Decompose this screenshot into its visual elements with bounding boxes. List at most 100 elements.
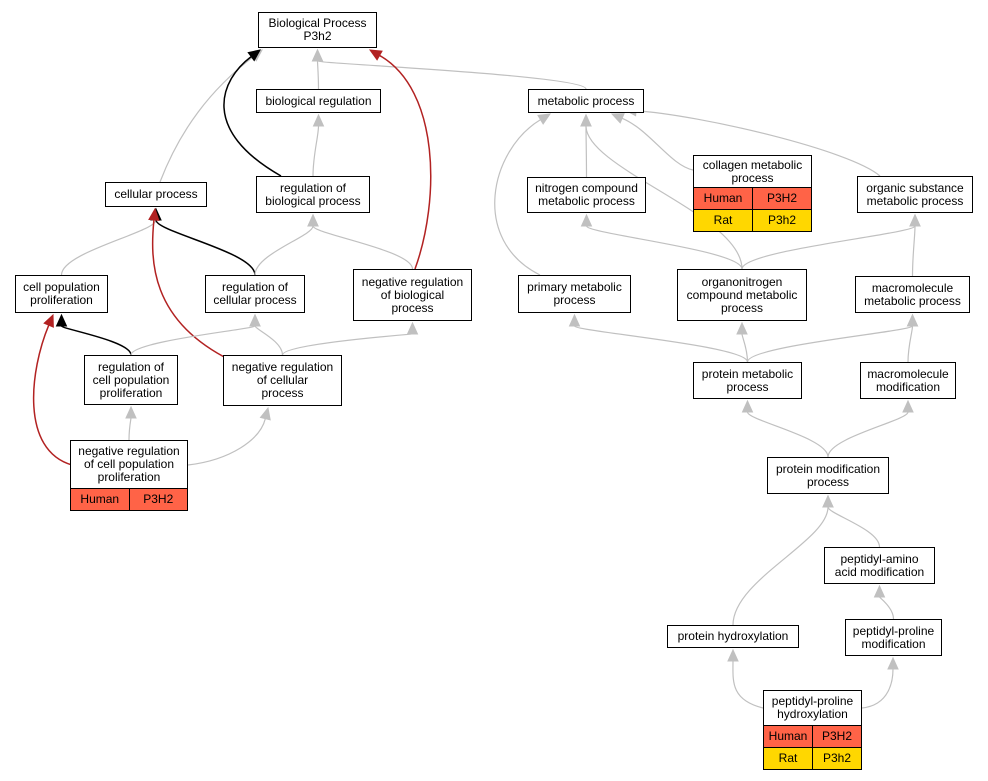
arrowhead-icon xyxy=(55,313,68,327)
edge-regulation-of-biological-process-to-biological-process xyxy=(223,56,282,177)
arrowhead-icon xyxy=(312,113,325,127)
edge-peptidyl-proline-hydroxylation-to-peptidyl-proline-modification xyxy=(861,668,894,709)
annotation-row-human: Human P3H2 xyxy=(71,488,187,510)
arrowhead-icon xyxy=(909,213,921,227)
edge-metabolic-process-to-biological-process xyxy=(316,60,587,90)
node-negative-regulation-of-cellular-process[interactable]: negative regulation of cellular process xyxy=(223,355,342,406)
edge-macromolecule-metabolic-process-to-organic-substance-metabolic-process xyxy=(911,225,916,277)
node-biological-process[interactable]: Biological Process P3h2 xyxy=(258,12,377,48)
edge-organic-substance-metabolic-process-to-metabolic-process xyxy=(635,110,881,177)
node-label: primary metabolic process xyxy=(527,280,622,307)
node-metabolic-process[interactable]: metabolic process xyxy=(528,89,644,113)
node-macromolecule-modification[interactable]: macromolecule modification xyxy=(860,362,956,399)
node-cellular-process[interactable]: cellular process xyxy=(105,182,207,207)
annotation-species: Rat xyxy=(713,213,733,227)
arrowhead-icon xyxy=(125,405,137,419)
arrowhead-icon xyxy=(307,213,319,227)
node-label: negative regulation of cell population p… xyxy=(78,444,180,484)
node-label: Biological Process P3h2 xyxy=(268,16,367,43)
node-label: protein metabolic process xyxy=(701,366,794,394)
node-label: regulation of biological process xyxy=(265,180,361,208)
annotation-gene: P3H2 xyxy=(812,726,861,747)
arrowhead-icon xyxy=(43,313,54,328)
edge-regulation-of-cellular-process-to-regulation-of-biological-process xyxy=(254,225,314,276)
edge-protein-modification-process-to-macromolecule-modification xyxy=(827,411,909,458)
node-label: cellular process xyxy=(114,187,198,201)
node-negative-regulation-of-cell-population-proliferation[interactable]: negative regulation of cell population p… xyxy=(70,440,188,511)
edge-protein-metabolic-process-to-organonitrogen-compound-metabolic-process xyxy=(741,333,749,363)
edge-negative-regulation-of-biological-process-to-biological-process xyxy=(379,54,432,270)
arrowhead-icon xyxy=(902,399,914,413)
node-label: negative regulation of biological proces… xyxy=(361,274,464,315)
node-label: protein hydroxylation xyxy=(677,629,789,643)
arrowhead-icon xyxy=(741,399,754,413)
edge-negative-regulation-of-cellular-process-to-regulation-of-cellular-process xyxy=(254,325,284,356)
node-label: regulation of cell population proliferat… xyxy=(92,359,170,400)
arrowhead-icon xyxy=(406,321,419,335)
arrowhead-icon xyxy=(247,49,261,62)
edge-peptidyl-proline-modification-to-peptidyl-amino-acid-modification xyxy=(878,596,895,620)
arrowhead-icon xyxy=(822,494,834,508)
edge-negative-regulation-of-cell-population-proliferation-to-regulation-of-cell-population-proliferation xyxy=(128,417,132,441)
arrowhead-icon xyxy=(148,207,160,222)
edge-organonitrogen-compound-metabolic-process-to-nitrogen-compound-metabolic-process xyxy=(585,225,743,270)
annotation-gene: P3H2 xyxy=(128,489,188,510)
annotation-species: Human xyxy=(703,191,743,205)
edge-collagen-metabolic-process-to-metabolic-process xyxy=(621,117,694,171)
node-nitrogen-compound-metabolic-process[interactable]: nitrogen compound metabolic process xyxy=(527,177,646,213)
node-regulation-of-biological-process[interactable]: regulation of biological process xyxy=(256,176,370,213)
edge-regulation-of-cell-population-proliferation-to-regulation-of-cellular-process xyxy=(130,325,256,356)
annotation-gene: P3h2 xyxy=(752,210,811,231)
annotation-gene: P3H2 xyxy=(752,188,811,209)
node-organonitrogen-compound-metabolic-process[interactable]: organonitrogen compound metabolic proces… xyxy=(677,269,807,321)
edge-protein-hydroxylation-to-protein-modification-process xyxy=(732,506,829,626)
node-macromolecule-metabolic-process[interactable]: macromolecule metabolic process xyxy=(855,276,970,313)
arrowhead-icon xyxy=(311,48,324,62)
node-label: regulation of cellular process xyxy=(213,280,297,307)
edge-regulation-of-cell-population-proliferation-to-cell-population-proliferation xyxy=(60,325,132,356)
arrowhead-icon xyxy=(568,313,581,327)
node-cell-population-proliferation[interactable]: cell population proliferation xyxy=(15,275,108,313)
node-regulation-of-cell-population-proliferation[interactable]: regulation of cell population proliferat… xyxy=(84,355,178,405)
arrowhead-icon xyxy=(906,313,919,327)
arrowhead-icon xyxy=(736,321,748,335)
node-label: collagen metabolic process xyxy=(702,157,803,185)
node-protein-modification-process[interactable]: protein modification process xyxy=(767,457,889,494)
node-biological-regulation[interactable]: biological regulation xyxy=(256,89,381,113)
arrowhead-icon xyxy=(610,113,625,124)
node-label: biological regulation xyxy=(265,93,372,108)
edge-peptidyl-amino-acid-modification-to-protein-modification-process xyxy=(827,506,881,548)
annotation-species: Human xyxy=(768,729,808,743)
edge-negative-regulation-of-biological-process-to-regulation-of-biological-process xyxy=(312,225,414,270)
annotation-species: Human xyxy=(80,492,120,506)
node-organic-substance-metabolic-process[interactable]: organic substance metabolic process xyxy=(857,176,973,213)
node-label: cell population proliferation xyxy=(23,280,100,307)
node-primary-metabolic-process[interactable]: primary metabolic process xyxy=(518,275,631,313)
edge-negative-regulation-of-cell-population-proliferation-to-cell-population-proliferation xyxy=(32,324,73,466)
node-protein-metabolic-process[interactable]: protein metabolic process xyxy=(693,362,802,399)
node-peptidyl-proline-modification[interactable]: peptidyl-proline modification xyxy=(845,619,942,656)
node-regulation-of-cellular-process[interactable]: regulation of cellular process xyxy=(205,275,305,313)
node-label: macromolecule modification xyxy=(867,366,949,394)
edge-organonitrogen-compound-metabolic-process-to-organic-substance-metabolic-process xyxy=(741,225,916,270)
node-label: nitrogen compound metabolic process xyxy=(535,181,638,208)
arrowhead-icon xyxy=(537,113,552,125)
node-negative-regulation-of-biological-process[interactable]: negative regulation of biological proces… xyxy=(353,269,472,321)
node-protein-hydroxylation[interactable]: protein hydroxylation xyxy=(667,625,799,648)
node-label: peptidyl-amino acid modification xyxy=(834,551,925,579)
annotation-row-human: Human P3H2 xyxy=(694,187,811,209)
arrowhead-icon xyxy=(249,313,261,327)
annotation-row-rat: Rat P3h2 xyxy=(694,209,811,231)
arrowhead-icon xyxy=(887,656,899,670)
arrowhead-icon xyxy=(259,406,271,421)
node-peptidyl-amino-acid-modification[interactable]: peptidyl-amino acid modification xyxy=(824,547,935,584)
arrowhead-icon xyxy=(873,584,886,598)
annotation-gene: P3h2 xyxy=(812,748,861,769)
edge-nitrogen-compound-metabolic-process-to-metabolic-process xyxy=(585,125,588,178)
edge-regulation-of-biological-process-to-biological-regulation xyxy=(312,125,320,177)
